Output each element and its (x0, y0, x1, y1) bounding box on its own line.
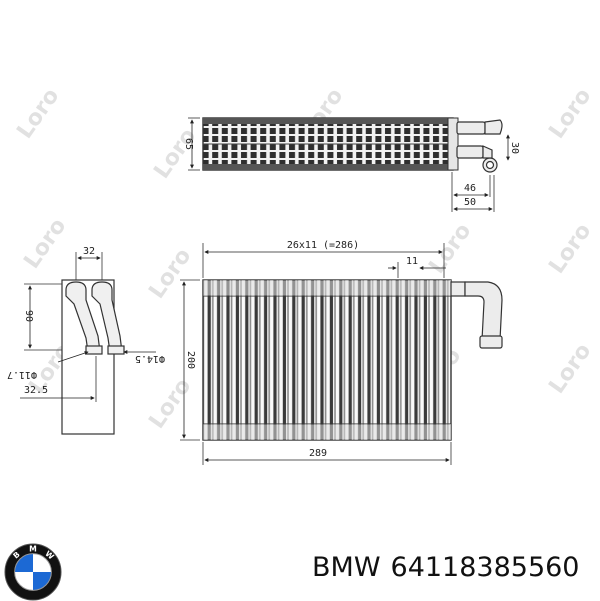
watermark: Loro (144, 374, 196, 433)
watermark: Loro (544, 219, 596, 278)
top-view-pipes (456, 119, 503, 173)
dim-front-width: 289 (309, 448, 327, 459)
watermark: Loro (144, 244, 196, 303)
dim-front-height: 200 (185, 351, 196, 369)
top-view: 65 30 46 50 (183, 117, 520, 212)
dim-side-32: 32 (83, 246, 95, 257)
dim-front-pitch: 26x11 (=286) (287, 240, 359, 251)
front-view-core (202, 279, 452, 441)
front-view-pipe (450, 281, 503, 349)
part-caption: BMW 64118385560 (312, 552, 589, 583)
watermark: Loro (19, 214, 71, 273)
dim-top-46: 46 (464, 183, 476, 194)
side-view-pipes (65, 281, 125, 355)
brand-name: BMW (312, 552, 381, 583)
dim-top-pipe-gap: 30 (509, 142, 520, 154)
dim-side-90: 90 (23, 310, 34, 322)
dim-side-d145: Ф14.5 (135, 353, 165, 364)
watermark: Loro (12, 84, 64, 143)
dim-side-d117: Ф11.7 (7, 369, 37, 380)
side-view: 32 90 Ф11.7 Ф14.5 32.5 (7, 246, 165, 435)
part-number: 64118385560 (390, 552, 580, 583)
dim-front-11: 11 (406, 256, 418, 267)
logo-letter: M (29, 545, 37, 554)
watermark: Loro (544, 84, 596, 143)
dim-side-325: 32.5 (24, 385, 48, 396)
watermark: Loro (424, 219, 476, 278)
watermark: Loro (544, 339, 596, 398)
front-view: 26x11 (=286) 11 200 289 (180, 240, 503, 465)
watermark: Loro (149, 124, 201, 183)
dim-top-height: 65 (183, 138, 194, 150)
dim-top-50: 50 (464, 197, 476, 208)
logo-letter: B (11, 550, 21, 561)
